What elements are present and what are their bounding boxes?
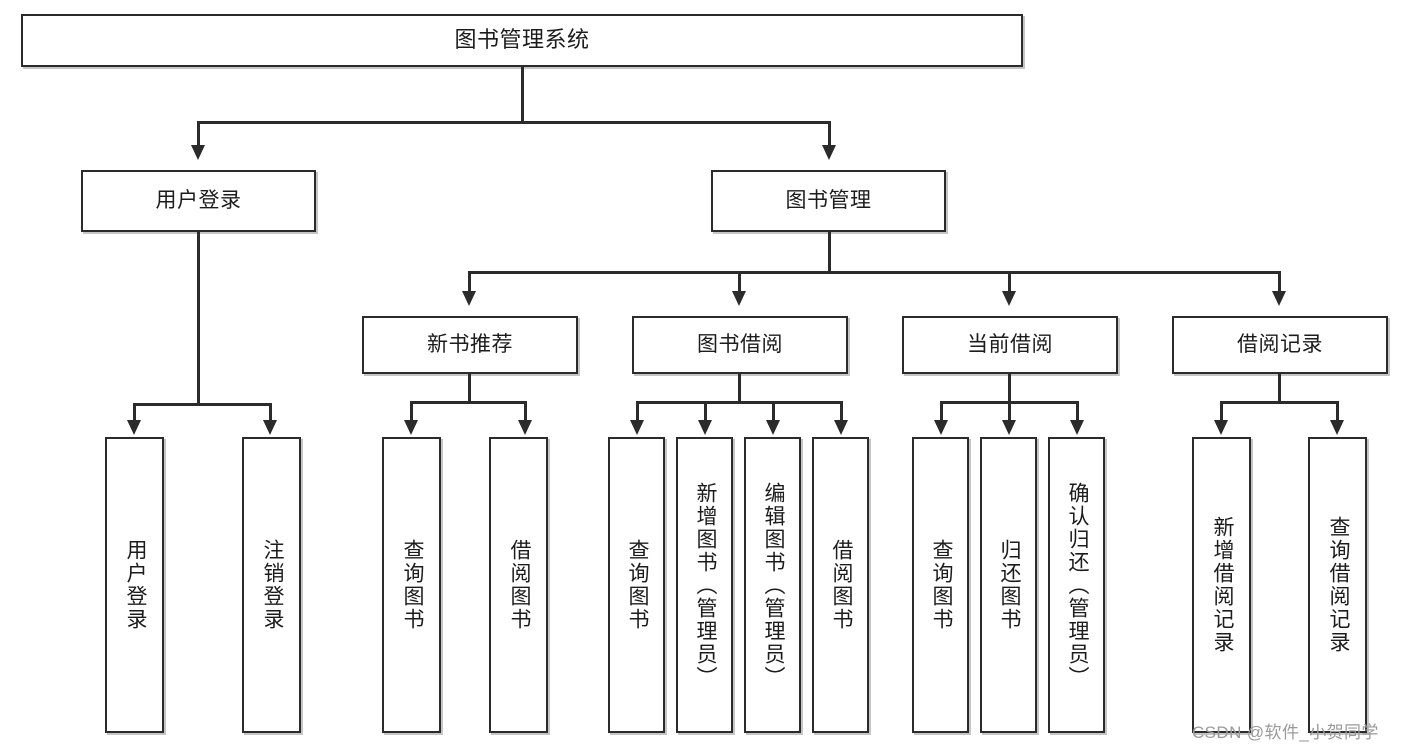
arrowhead-leaf-confirm-return xyxy=(1070,420,1084,435)
node-leaf-query-book-2-label: 查询图书 xyxy=(625,539,649,631)
connector-current-borrow-stem xyxy=(1008,374,1011,403)
connector-current-borrow-drop-1 xyxy=(940,401,943,420)
connector-level2-bus xyxy=(197,121,829,124)
node-current-borrow-label: 当前借阅 xyxy=(967,333,1053,357)
node-leaf-query-book-2[interactable]: 查询图书 xyxy=(608,437,665,733)
arrowhead-leaf-borrow-book-2 xyxy=(834,420,848,435)
connector-book-borrow-drop-4 xyxy=(840,401,843,420)
connector-new-book-rec-stem xyxy=(468,374,471,403)
node-leaf-query-book-1-label: 查询图书 xyxy=(400,539,424,631)
node-leaf-edit-book-label: 编辑图书（管理员） xyxy=(761,481,785,689)
connector-level3-drop-2 xyxy=(738,271,741,293)
arrowhead-borrow-record xyxy=(1272,291,1286,306)
node-book-borrow-label: 图书借阅 xyxy=(697,333,783,357)
arrowhead-leaf-edit-book xyxy=(766,420,780,435)
arrowhead-leaf-query-book-2 xyxy=(630,420,644,435)
node-leaf-user-login[interactable]: 用户登录 xyxy=(105,437,164,733)
node-borrow-record[interactable]: 借阅记录 xyxy=(1172,316,1388,374)
node-book-borrow[interactable]: 图书借阅 xyxy=(632,316,848,374)
connector-level2-drop-user xyxy=(197,121,200,145)
connector-level3-bus xyxy=(468,271,1280,274)
connector-user-login-bus xyxy=(133,403,271,406)
connector-root-stem xyxy=(521,67,524,123)
arrowhead-leaf-add-book xyxy=(698,420,712,435)
node-leaf-query-book-1[interactable]: 查询图书 xyxy=(382,437,441,733)
node-leaf-confirm-return-label: 确认归还（管理员） xyxy=(1065,481,1089,689)
connector-book-borrow-stem xyxy=(738,374,741,403)
connector-borrow-record-drop-1 xyxy=(1220,401,1223,420)
arrowhead-leaf-query-book-1 xyxy=(404,420,418,435)
node-leaf-confirm-return[interactable]: 确认归还（管理员） xyxy=(1048,437,1105,733)
arrowhead-leaf-return-book xyxy=(1002,420,1016,435)
node-borrow-record-label: 借阅记录 xyxy=(1237,333,1323,357)
node-leaf-borrow-book-1-label: 借阅图书 xyxy=(507,539,531,631)
node-book-manage[interactable]: 图书管理 xyxy=(711,170,946,232)
node-book-manage-label: 图书管理 xyxy=(785,189,872,213)
connector-level3-drop-3 xyxy=(1008,271,1011,293)
node-leaf-borrow-book-1[interactable]: 借阅图书 xyxy=(489,437,548,733)
node-new-book-rec[interactable]: 新书推荐 xyxy=(362,316,578,374)
arrowhead-book-manage xyxy=(822,145,836,160)
connector-book-borrow-drop-1 xyxy=(636,401,639,420)
node-current-borrow[interactable]: 当前借阅 xyxy=(902,316,1118,374)
node-leaf-user-login-label: 用户登录 xyxy=(123,539,147,631)
node-leaf-return-book-label: 归还图书 xyxy=(997,539,1021,631)
arrowhead-leaf-borrow-book-1 xyxy=(518,420,532,435)
arrowhead-leaf-query-book-3 xyxy=(934,420,948,435)
arrowhead-leaf-query-record xyxy=(1330,420,1344,435)
node-leaf-add-record-label: 新增借阅记录 xyxy=(1210,516,1234,654)
node-leaf-add-book-label: 新增图书（管理员） xyxy=(693,481,717,689)
connector-level2-drop-book xyxy=(828,121,831,145)
arrowhead-user-login xyxy=(191,145,205,160)
connector-new-book-rec-drop-2 xyxy=(524,401,527,420)
connector-borrow-record-drop-2 xyxy=(1336,401,1339,420)
connector-user-login-drop-1 xyxy=(133,403,136,420)
node-root-label: 图书管理系统 xyxy=(454,27,590,53)
node-leaf-return-book[interactable]: 归还图书 xyxy=(980,437,1037,733)
node-user-login[interactable]: 用户登录 xyxy=(81,170,316,232)
node-leaf-query-record[interactable]: 查询借阅记录 xyxy=(1308,437,1367,733)
csdn-watermark: CSDN @软件_小贺同学 xyxy=(1192,723,1379,742)
node-leaf-borrow-book-2[interactable]: 借阅图书 xyxy=(812,437,869,733)
arrowhead-leaf-logout xyxy=(263,420,277,435)
node-root[interactable]: 图书管理系统 xyxy=(21,14,1023,67)
node-leaf-borrow-book-2-label: 借阅图书 xyxy=(829,539,853,631)
arrowhead-current-borrow xyxy=(1002,291,1016,306)
connector-book-borrow-drop-2 xyxy=(704,401,707,420)
connector-book-borrow-bus xyxy=(636,401,842,404)
connector-book-borrow-drop-3 xyxy=(772,401,775,420)
connector-current-borrow-drop-3 xyxy=(1076,401,1079,420)
connector-book-manage-stem xyxy=(828,232,831,273)
connector-borrow-record-stem xyxy=(1278,374,1281,403)
node-leaf-query-book-3-label: 查询图书 xyxy=(929,539,953,631)
connector-borrow-record-bus xyxy=(1220,401,1336,404)
node-leaf-query-record-label: 查询借阅记录 xyxy=(1326,516,1350,654)
arrowhead-leaf-add-record xyxy=(1214,420,1228,435)
connector-new-book-rec-drop-1 xyxy=(410,401,413,420)
node-new-book-rec-label: 新书推荐 xyxy=(427,333,513,357)
connector-current-borrow-drop-2 xyxy=(1008,401,1011,420)
arrowhead-book-borrow xyxy=(732,291,746,306)
connector-user-login-drop-2 xyxy=(269,403,272,420)
node-leaf-add-record[interactable]: 新增借阅记录 xyxy=(1192,437,1251,733)
connector-level3-drop-4 xyxy=(1278,271,1281,293)
connector-new-book-rec-bus xyxy=(410,401,526,404)
node-leaf-query-book-3[interactable]: 查询图书 xyxy=(912,437,969,733)
arrowhead-leaf-user-login xyxy=(127,420,141,435)
node-leaf-add-book[interactable]: 新增图书（管理员） xyxy=(676,437,733,733)
node-leaf-edit-book[interactable]: 编辑图书（管理员） xyxy=(744,437,801,733)
connector-level3-drop-1 xyxy=(468,271,471,293)
node-leaf-logout-label: 注销登录 xyxy=(260,539,284,631)
node-user-login-label: 用户登录 xyxy=(155,189,242,213)
node-leaf-logout[interactable]: 注销登录 xyxy=(242,437,301,733)
connector-user-login-stem xyxy=(197,232,200,405)
arrowhead-new-book-rec xyxy=(462,291,476,306)
